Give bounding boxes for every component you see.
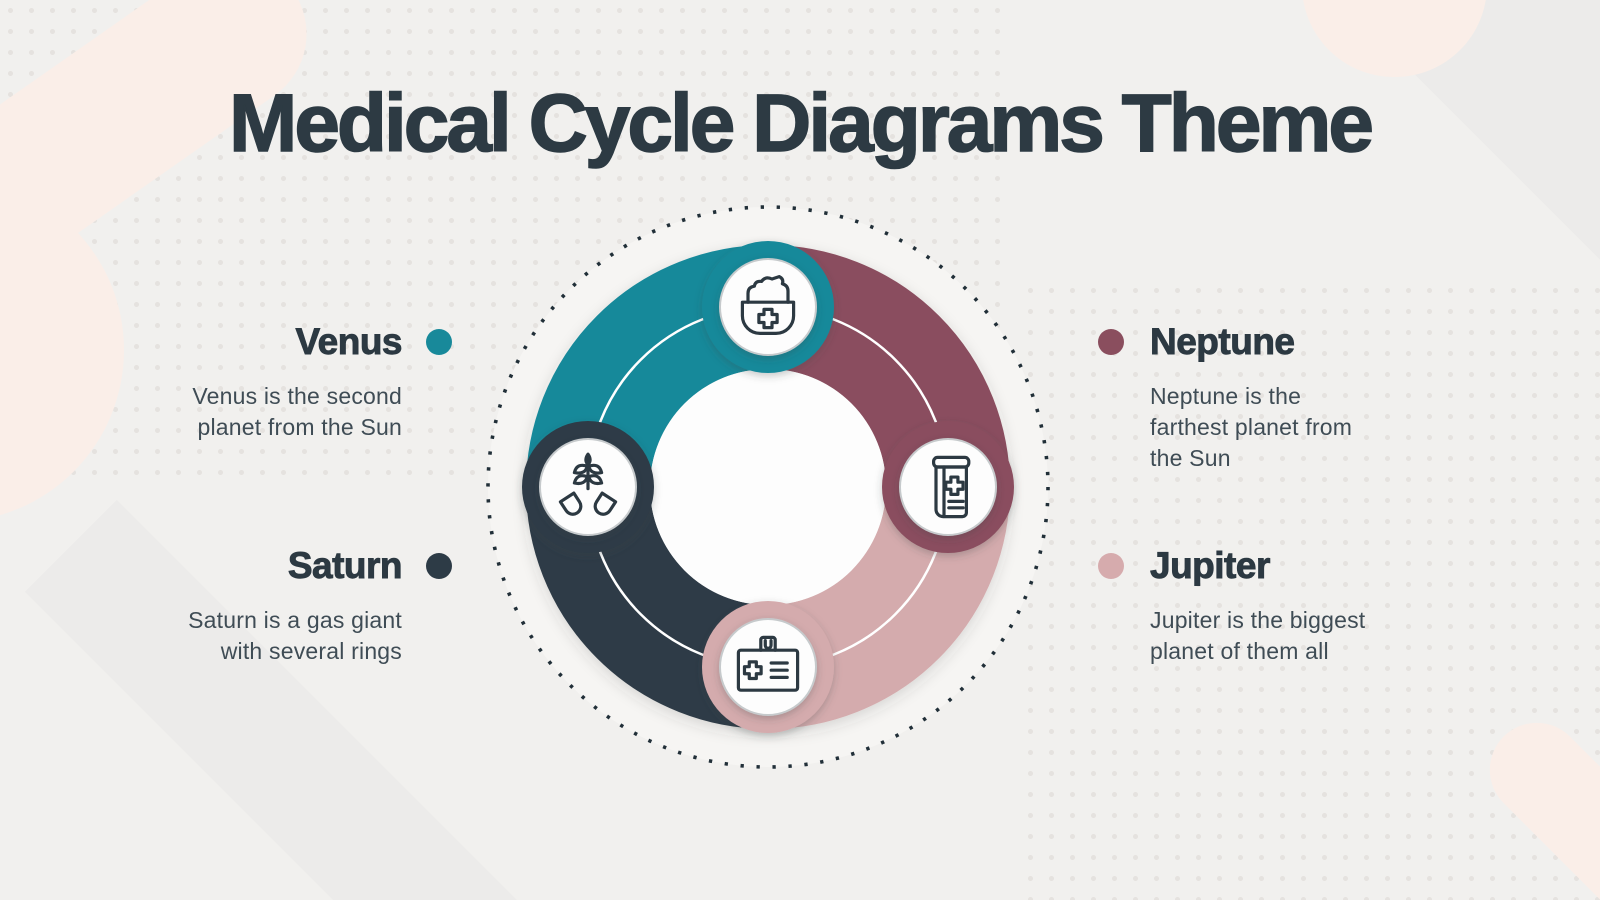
cream-jar-icon (740, 274, 796, 335)
center-hole (650, 369, 886, 605)
item-venus-heading: Venus (32, 320, 452, 364)
herbal-medicine-icon (558, 452, 618, 516)
jupiter-bullet-dot (1098, 553, 1124, 579)
venus-bullet-dot (426, 329, 452, 355)
item-venus-label: Venus (295, 321, 403, 363)
id-badge-icon (736, 635, 800, 692)
cycle-diagram (486, 205, 1050, 769)
medical-book-icon (932, 455, 971, 519)
item-jupiter: Jupiter Jupiter is the biggest planet of… (1098, 544, 1518, 667)
slide-title: Medical Cycle Diagrams Theme (228, 77, 1374, 170)
icon-circle-right (899, 438, 997, 536)
icon-circle-top (719, 258, 817, 356)
item-jupiter-heading: Jupiter (1098, 544, 1518, 588)
item-neptune: Neptune Neptune is the farthest planet f… (1098, 320, 1518, 474)
item-saturn-label: Saturn (287, 545, 403, 587)
neptune-bullet-dot (1098, 329, 1124, 355)
saturn-bullet-dot (426, 553, 452, 579)
item-jupiter-description: Jupiter is the biggest planet of them al… (1150, 607, 1366, 664)
icon-circle-bottom (719, 618, 817, 716)
item-neptune-heading: Neptune (1098, 320, 1518, 364)
item-saturn-description: Saturn is a gas giant with several rings (188, 607, 402, 664)
item-jupiter-label: Jupiter (1150, 545, 1271, 587)
item-saturn: Saturn Saturn is a gas giant with severa… (32, 544, 452, 667)
item-venus-description: Venus is the second planet from the Sun (192, 383, 402, 440)
item-neptune-label: Neptune (1150, 321, 1296, 363)
item-neptune-description: Neptune is the farthest planet from the … (1150, 383, 1353, 471)
item-saturn-heading: Saturn (32, 544, 452, 588)
dotted-ring (486, 205, 1050, 769)
item-venus: Venus Venus is the second planet from th… (32, 320, 452, 443)
